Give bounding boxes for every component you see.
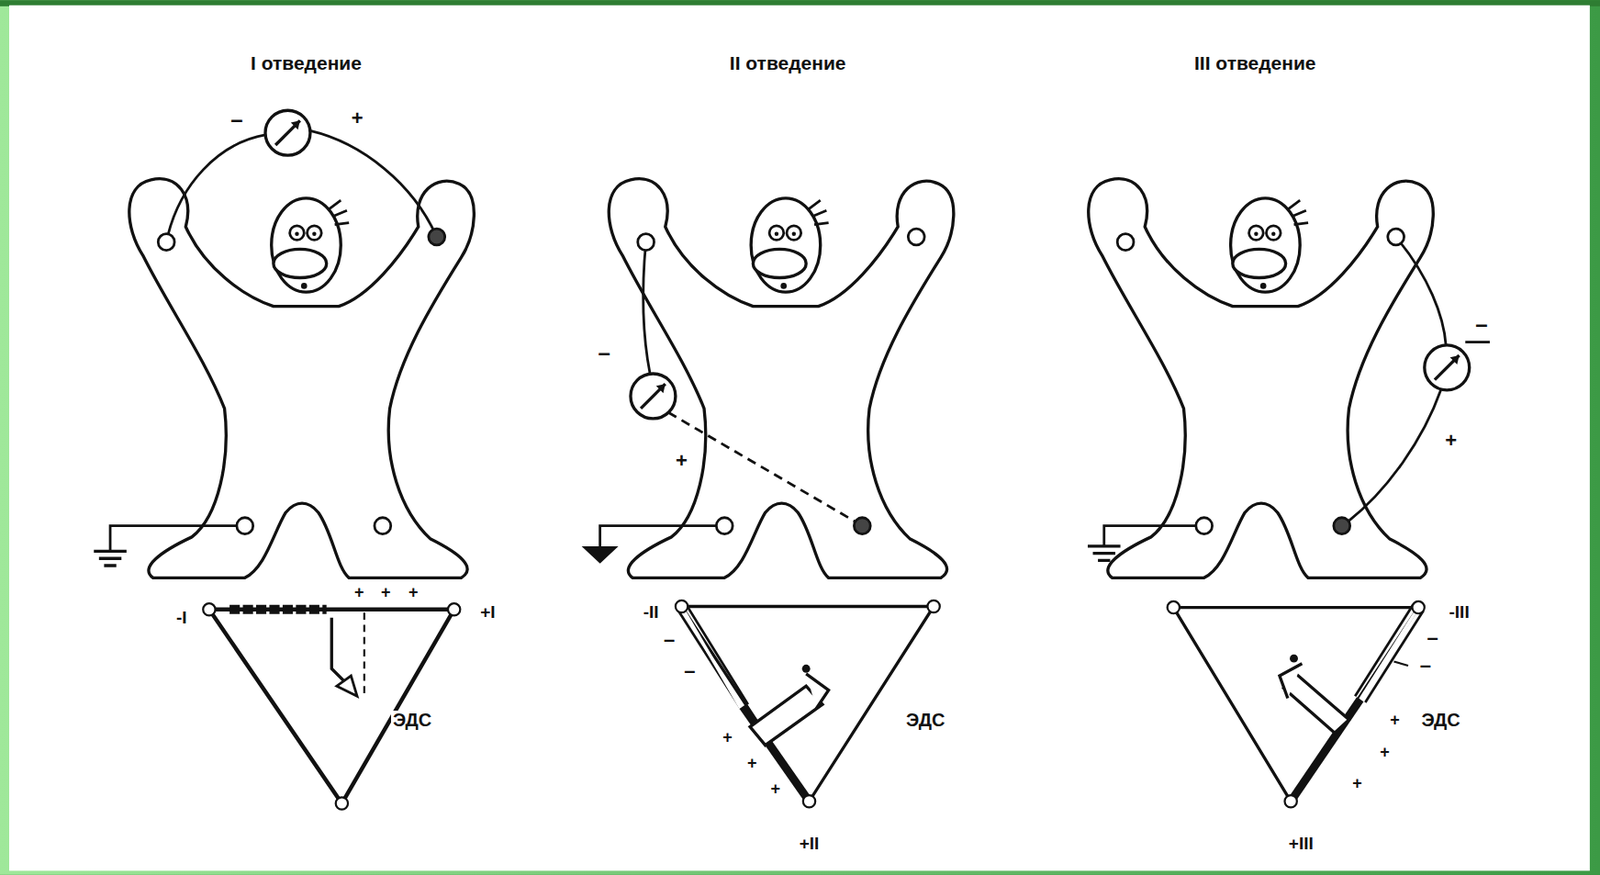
charge-sign: +: [769, 780, 784, 797]
charge-sign: +: [1387, 711, 1402, 728]
charge-sign: +: [1377, 743, 1392, 761]
charge-sign: +: [379, 583, 393, 601]
lead-pole: -III: [1447, 603, 1472, 621]
charge-sign: –: [682, 660, 697, 682]
charge-sign: –: [1418, 655, 1433, 676]
lead-pole: -II: [641, 603, 661, 621]
charge-sign: –: [1425, 627, 1441, 649]
polarity-sign: –: [595, 341, 612, 364]
polarity-sign: –: [228, 108, 245, 131]
lead-pole: -I: [174, 608, 190, 627]
polarity-sign: +: [349, 108, 366, 129]
lead-pole: +II: [797, 834, 822, 852]
charge-sign: +: [406, 583, 421, 601]
lead-heading: III отведение: [1192, 53, 1319, 73]
polarity-sign: +: [1443, 430, 1459, 451]
emf-label: ЭДС: [1419, 710, 1462, 729]
lead-heading: II отведение: [727, 53, 849, 73]
charge-sign: +: [745, 754, 760, 772]
lead-pole: +I: [478, 603, 497, 621]
emf-label: ЭДС: [904, 710, 947, 729]
charge-sign: +: [1350, 774, 1365, 792]
polarity-sign: +: [673, 450, 690, 471]
lead-heading: I отведение: [248, 53, 364, 73]
charge-sign: +: [352, 583, 367, 601]
lead-pole: +III: [1286, 834, 1316, 852]
emf-label: ЭДС: [391, 710, 434, 729]
polarity-sign: –: [1473, 313, 1489, 336]
charge-sign: –: [661, 629, 677, 650]
charge-sign: +: [720, 728, 735, 746]
